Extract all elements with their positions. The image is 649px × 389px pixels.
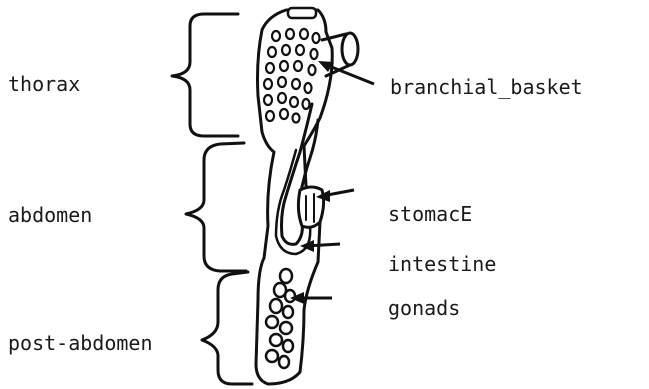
abdomen-bracket [186,143,246,271]
thorax-label: thorax [8,74,80,94]
gonads-shape [266,269,295,368]
oral-siphon [288,8,316,18]
branchial-basket-label: branchial_basket [390,77,583,97]
abdomen-label: abdomen [8,205,92,225]
thorax-bracket [172,14,238,136]
intestine-label: intestine [388,254,496,274]
gonads-label: gonads [388,298,460,318]
stomach-shape [298,187,323,227]
post-abdomen-label: post-abdomen [8,333,153,353]
atrial-siphon-opening [342,33,358,65]
post-abdomen-bracket [202,272,252,384]
stomach-label: stomacE [388,204,472,224]
